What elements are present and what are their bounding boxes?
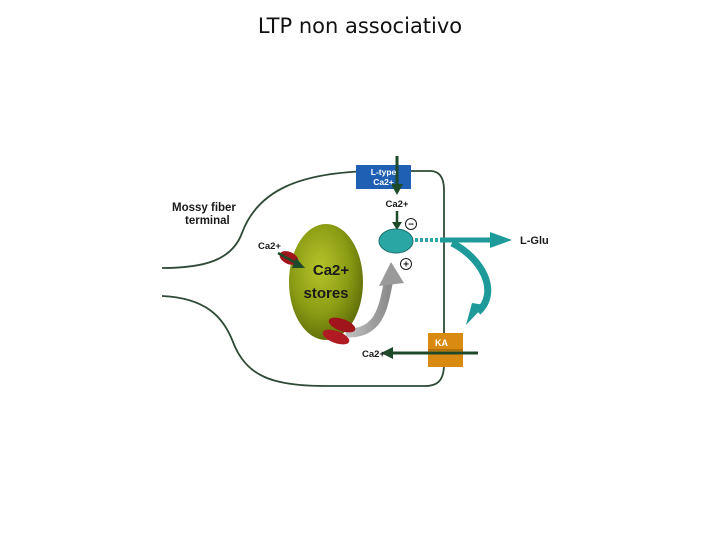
stores-label-line2: stores xyxy=(303,285,348,302)
plus-sign-circle xyxy=(400,258,412,270)
glutamate-vesicle xyxy=(378,228,414,254)
gray-release-arrow xyxy=(345,279,393,338)
mossy-fiber-label-line1: Mossy fiber xyxy=(172,202,236,214)
store-receptor-bottom-1 xyxy=(328,317,356,333)
ca-to-vesicle-head xyxy=(392,222,402,230)
ltype-label-line1: L-type xyxy=(371,167,397,177)
stores-label-line1: Ca2+ xyxy=(313,262,350,279)
glu-arrow-head xyxy=(490,232,512,248)
glu-to-ka-head xyxy=(466,303,485,325)
glu-to-ka-arrow xyxy=(450,239,492,315)
plus-sign: + xyxy=(403,260,409,271)
minus-sign-circle xyxy=(405,218,417,230)
store-receptor-bottom-2 xyxy=(322,329,350,345)
page-title: LTP non associativo xyxy=(257,14,463,38)
ka-label: KA xyxy=(435,338,448,348)
calcium-store xyxy=(289,224,363,340)
l-glu-label: L-Glu xyxy=(520,235,549,247)
ca-bottom-arrow-head xyxy=(381,347,393,359)
ltype-arrow-head xyxy=(391,184,403,195)
terminal-membrane xyxy=(161,170,445,387)
ltype-label-line2: Ca2+ xyxy=(373,177,394,187)
ca-left-arrow-line xyxy=(277,251,297,265)
minus-sign: − xyxy=(408,220,414,231)
ca-bottom-label: Ca2+ xyxy=(362,349,385,360)
ca-left-label: Ca2+ xyxy=(258,241,281,252)
gray-arrow-head xyxy=(379,262,404,286)
mossy-fiber-label-line2: terminal xyxy=(185,215,230,227)
ca-top-label: Ca2+ xyxy=(386,199,409,210)
ca-left-arrow-head xyxy=(292,258,305,268)
